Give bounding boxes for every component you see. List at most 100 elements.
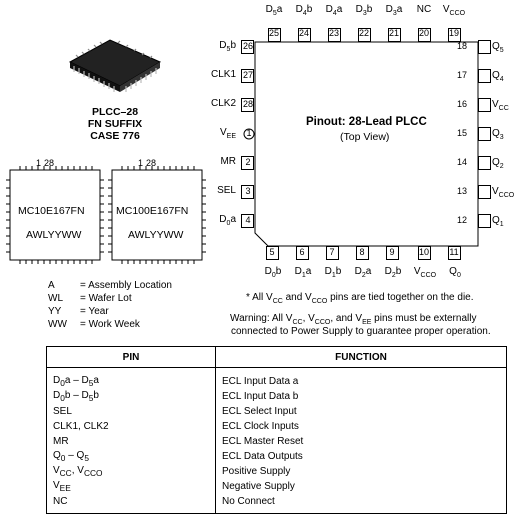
caption-line-3: CASE 776: [90, 130, 140, 142]
pin-number: 14: [456, 157, 467, 167]
pin-number: 10: [418, 247, 429, 257]
pin-label: D1a: [294, 266, 312, 279]
pin-number: 27: [242, 70, 253, 80]
pin-label: D4a: [325, 4, 343, 17]
pin-label: Q1: [492, 215, 504, 228]
pin-label: D4b: [295, 4, 313, 17]
pin-label: SEL: [217, 185, 236, 196]
pin-box: [478, 98, 491, 112]
pin-box: [388, 28, 401, 42]
legend-abbr: WW: [48, 319, 67, 330]
pinout-package-body: [254, 41, 479, 247]
tied-note: * All VCC and VCCO pins are tied togethe…: [246, 292, 474, 305]
pin-label: Q0: [449, 266, 461, 279]
pin-number: 8: [359, 247, 365, 257]
pin-label: D3b: [355, 4, 373, 17]
warning-line-1: Warning: All VCC, VCCO, and VEE pins mus…: [230, 313, 477, 326]
pin-number: 5: [269, 247, 275, 257]
pin-box: [298, 28, 311, 42]
pin1-marker-icon: [243, 128, 255, 140]
pin-box: [448, 28, 461, 42]
pin-label: D0a: [219, 214, 236, 227]
pin-number: 11: [449, 247, 459, 257]
pin-cell: VCC, VCCO: [46, 464, 216, 479]
pin-box: [328, 28, 341, 42]
pin-box: [241, 156, 254, 170]
legend-abbr: WL: [48, 293, 63, 304]
pin-box: [358, 28, 371, 42]
pin-number: 1: [246, 128, 252, 138]
pin-number: 17: [456, 70, 467, 80]
caption-line-1: PLCC–28: [91, 106, 139, 118]
pin-label: Q3: [492, 128, 504, 141]
pin-box: [448, 246, 461, 260]
warning-line-2: connected to Power Supply to guarantee p…: [231, 326, 491, 337]
function-cell: ECL Select Input: [215, 404, 507, 419]
pin-label: D2a: [354, 266, 372, 279]
pin-label: VCCO: [492, 186, 515, 199]
pin-box: [241, 185, 254, 199]
marking-chip-2-body: [111, 169, 203, 261]
function-cell: ECL Input Data b: [215, 389, 507, 404]
pin-box: [241, 69, 254, 83]
pin-label: Q2: [492, 157, 504, 170]
pin-cell: SEL: [46, 404, 216, 419]
pin-column-header: PIN: [46, 346, 216, 368]
pin-box: [478, 69, 491, 83]
chip2-part-number: MC100E167FN: [116, 205, 189, 217]
pin-label: CLK2: [210, 98, 236, 109]
pinout-title: Pinout: 28-Lead PLCC: [306, 116, 427, 128]
legend-desc: = Assembly Location: [80, 280, 172, 291]
chip1-pin28-label: 28: [44, 158, 55, 168]
function-cell: ECL Master Reset: [215, 434, 507, 449]
pin-number: 24: [298, 28, 309, 38]
pin-label: D2b: [384, 266, 402, 279]
pin-box: [478, 185, 491, 199]
pin-box: [241, 214, 254, 228]
function-column-header: FUNCTION: [215, 346, 507, 368]
pin-label: VCCO: [442, 4, 466, 17]
caption-line-2: FN SUFFIX: [87, 118, 143, 130]
table-header-row: PIN FUNCTION: [46, 346, 507, 368]
pin-cell: NC: [46, 494, 216, 514]
function-cell: Positive Supply: [215, 464, 507, 479]
pin-number: 12: [456, 215, 467, 225]
pin-box: [386, 246, 399, 260]
function-cell: ECL Data Outputs: [215, 449, 507, 464]
pin-number: 13: [456, 186, 467, 196]
pin-number: 15: [456, 128, 467, 138]
pin-number: 4: [245, 215, 251, 225]
pin-box: [241, 98, 254, 112]
pin-number: 22: [358, 28, 369, 38]
pin-cell: Q0 – Q5: [46, 449, 216, 464]
pin-number: 23: [328, 28, 339, 38]
pin-number: 26: [242, 41, 253, 51]
pin-label: VEE: [219, 127, 236, 140]
pin-box: [478, 127, 491, 141]
pin-number: 25: [268, 28, 279, 38]
function-cell: Negative Supply: [215, 479, 507, 494]
pin-number: 20: [418, 28, 429, 38]
pin-box: [268, 28, 281, 42]
pin-box: [478, 156, 491, 170]
pin-number: 6: [299, 247, 305, 257]
pin-label: MR: [220, 156, 236, 167]
chip1-part-number: MC10E167FN: [18, 205, 85, 217]
pin-label: D3a: [385, 4, 403, 17]
pin-cell: CLK1, CLK2: [46, 419, 216, 434]
legend-desc: = Work Week: [80, 319, 140, 330]
pin-label: D0b: [264, 266, 282, 279]
pin-box: [326, 246, 339, 260]
legend-desc: = Year: [80, 306, 109, 317]
marking-chip-1-body: [9, 169, 101, 261]
pin-box: [418, 28, 431, 42]
pin-label: D5a: [265, 4, 283, 17]
function-cell: ECL Input Data a: [215, 367, 507, 389]
pin-label: D5b: [219, 40, 236, 53]
